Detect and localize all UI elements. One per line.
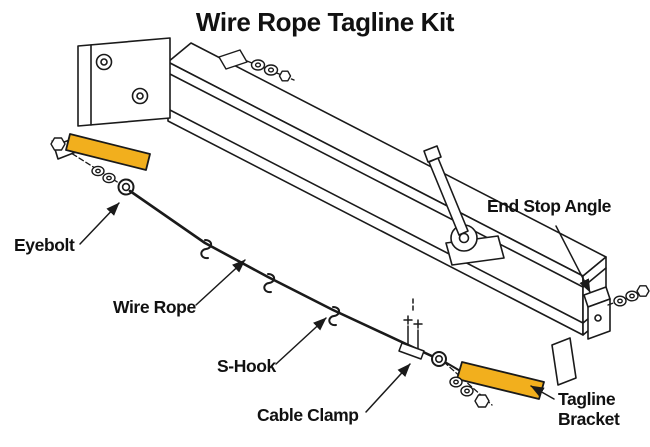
washer-hole — [464, 388, 470, 394]
cable-clamp — [398, 295, 425, 360]
washer-hole — [617, 298, 623, 304]
tagline-bracket-right-bar — [456, 361, 545, 400]
beam-top-flange-line — [167, 72, 584, 288]
end-stop-hole — [594, 314, 602, 322]
washer-hole — [254, 62, 262, 68]
washer-hole — [95, 168, 101, 174]
wire-rope-line — [128, 189, 438, 360]
hex-bolt-head — [636, 285, 650, 297]
ratchet-tensioner — [423, 145, 505, 266]
end-stop-angle — [583, 285, 650, 340]
washer-hole — [453, 379, 459, 385]
beam-bottom-flange-line — [167, 108, 584, 324]
tagline-bracket-left — [50, 133, 151, 191]
left-end-bracket-hole-2 — [131, 87, 149, 105]
eyebolt-eye-right-inner — [434, 354, 443, 363]
washer — [263, 64, 279, 76]
end-stop-front-face — [587, 298, 611, 340]
left-end-bracket-hole-1-inner — [100, 58, 108, 66]
label-tagline-bracket-line1: Tagline — [558, 389, 616, 409]
eyebolt-eye-left-inner — [121, 182, 131, 192]
label-end-stop-angle: End Stop Angle — [487, 196, 612, 216]
s-hook-2 — [263, 273, 276, 294]
washer-hole — [267, 67, 275, 73]
tagline-bracket-left-bar — [65, 133, 151, 171]
eyebolt-eye-right — [431, 351, 447, 367]
washer-hole — [106, 175, 112, 181]
leader-end-stop-angle — [555, 225, 591, 293]
washer — [449, 376, 463, 388]
washer — [91, 165, 105, 177]
tensioner-grip — [423, 145, 442, 163]
left-end-bracket-plate — [77, 37, 171, 127]
left-end-bracket-hole-1 — [95, 53, 113, 71]
hex-nut — [50, 137, 66, 151]
leader-cable-clamp — [365, 363, 411, 413]
eyebolt-right — [431, 351, 447, 367]
bracket-attach-plate-right — [551, 337, 577, 386]
leader-s-hook — [275, 317, 327, 365]
left-end-bracket-hole-2-inner — [136, 92, 144, 100]
washer — [102, 172, 116, 184]
mounting-plate — [218, 49, 248, 70]
s-hook-3 — [328, 306, 341, 327]
clamp-saddle — [398, 342, 425, 360]
washer-hole — [629, 293, 635, 299]
washer — [250, 59, 266, 71]
washer — [625, 290, 639, 302]
label-wire-rope: Wire Rope — [113, 297, 196, 317]
hex-nut — [474, 394, 490, 408]
label-eyebolt: Eyebolt — [14, 235, 75, 255]
left-end-bracket — [77, 37, 171, 127]
hex-nut — [278, 70, 292, 82]
leader-eyebolt — [79, 202, 120, 245]
leader-tagline-bracket — [530, 385, 555, 400]
eyebolt-axis-right — [443, 361, 493, 406]
mounting-hardware-top — [218, 49, 295, 82]
label-tagline-bracket-line2: Bracket — [558, 409, 620, 429]
leader-lines — [79, 202, 591, 413]
washer — [613, 295, 627, 307]
beam-top-face — [167, 42, 607, 277]
tagline-bracket-right — [443, 337, 577, 408]
label-s-hook: S-Hook — [217, 356, 277, 376]
diagram-title: Wire Rope Tagline Kit — [196, 7, 455, 37]
label-cable-clamp: Cable Clamp — [257, 405, 359, 425]
leader-wire-rope — [195, 259, 246, 306]
beam — [167, 42, 607, 336]
s-hook-1 — [200, 239, 213, 260]
washer — [460, 385, 474, 397]
